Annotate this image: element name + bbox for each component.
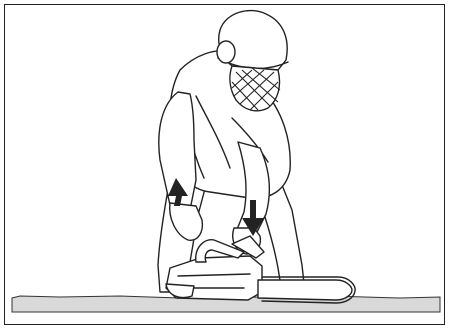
chainsaw-guide-bar [258, 280, 352, 300]
foot [166, 284, 194, 298]
ear-muff [217, 41, 235, 63]
